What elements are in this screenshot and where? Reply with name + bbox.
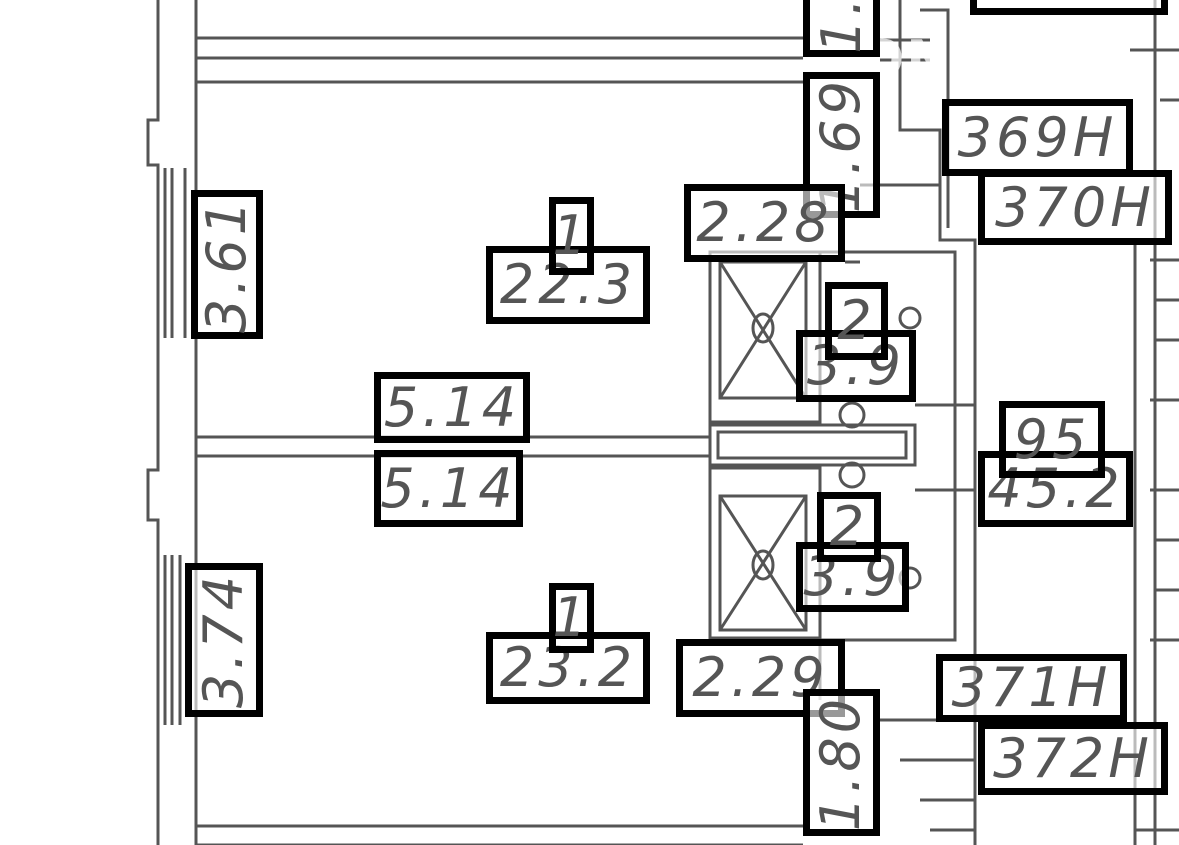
label-text: 1. <box>809 0 873 54</box>
apartment-label-371: 371H <box>936 654 1127 722</box>
bath-number-top: 2 <box>825 282 888 360</box>
apartment-label-369: 369H <box>942 99 1133 176</box>
bath-number-bottom: 2 <box>817 492 881 562</box>
apartment-label-370: 370H <box>978 170 1172 245</box>
label-text: 371H <box>951 656 1112 719</box>
core-area: 45.2 <box>978 451 1133 527</box>
label-box-empty <box>970 0 1168 15</box>
label-text: 2 <box>829 495 869 558</box>
room-area-bottom: 23.2 <box>486 632 650 704</box>
apartment-label-372: 372H <box>978 722 1168 795</box>
wall-dimension-bottom: 5.14 <box>374 450 523 527</box>
room-number-bottom: 1 <box>549 583 594 653</box>
room-number-top: 1 <box>549 197 594 275</box>
core-number: 95 <box>999 401 1105 478</box>
label-text: 3.74 <box>192 571 256 709</box>
watermark: ONREALT <box>860 30 1138 90</box>
bath-area-top: 3.9 <box>796 330 916 402</box>
label-text: 2.29 <box>692 646 829 709</box>
label-text: 5.14 <box>383 375 521 439</box>
label-text: 5.14 <box>380 456 517 520</box>
hall-dimension-top: 2.28 <box>684 184 845 262</box>
label-text: 2.28 <box>696 191 833 254</box>
dimension-label-corridor-bottom: 1.80 <box>803 689 880 836</box>
label-text: 369H <box>957 105 1118 169</box>
label-text: 372H <box>993 726 1153 790</box>
label-text: 3.61 <box>195 196 259 333</box>
room-area-top: 22.3 <box>486 246 650 324</box>
label-text: 1 <box>552 586 591 649</box>
label-text: 2 <box>837 289 876 352</box>
label-text: 370H <box>995 175 1155 239</box>
label-text: 22.3 <box>499 253 637 316</box>
bath-area-bottom: 3.9 <box>796 542 909 612</box>
label-text: 1.80 <box>809 694 873 831</box>
label-text: 95 <box>1013 407 1091 471</box>
window-dimension-bottom: 3.74 <box>185 563 263 717</box>
window-dimension-top: 3.61 <box>191 190 263 339</box>
label-text: 45.2 <box>987 457 1124 520</box>
dimension-label-top-partial: 1. <box>803 0 880 57</box>
label-text: 1 <box>552 204 591 267</box>
wall-dimension-top: 5.14 <box>374 372 530 443</box>
